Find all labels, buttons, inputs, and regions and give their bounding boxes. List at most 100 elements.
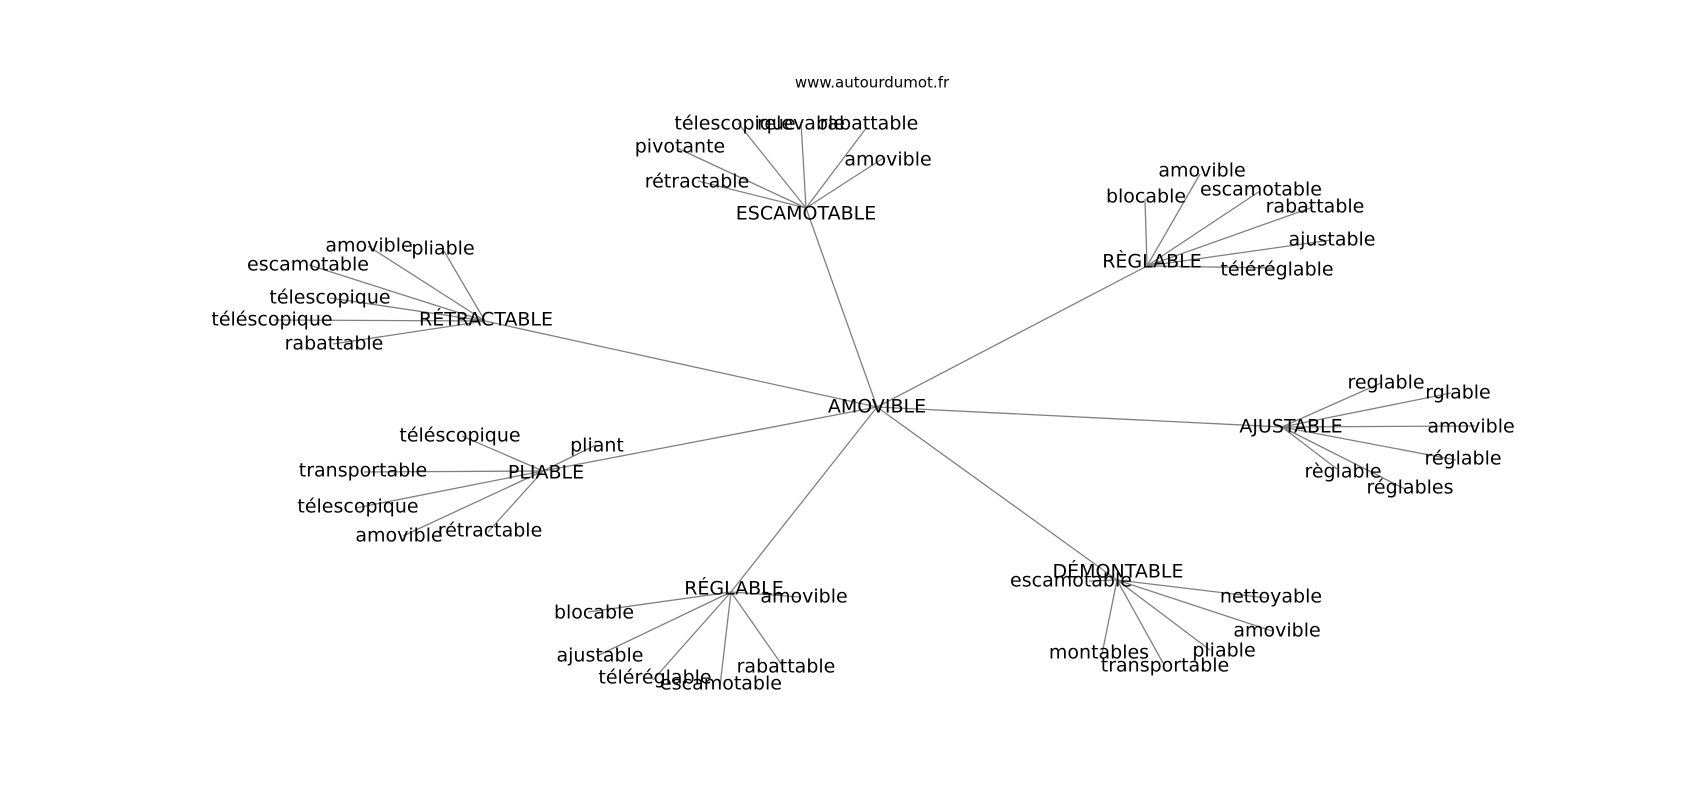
edge-root-to-demontable (876, 406, 1118, 581)
node-leaf-retractable-telescopique: télescopique (269, 287, 390, 309)
node-leaf-retractable-rabattable: rabattable (285, 333, 384, 355)
edge-retractable-to-rabattable (332, 320, 486, 345)
node-leaf-ajustable-reglable: règlable (1304, 461, 1381, 483)
node-leaf-reglable-amovible: amovible (760, 586, 847, 608)
edge-reglable-to-rabattable (730, 591, 783, 666)
edge-pliable-to-telescopique (461, 435, 544, 472)
node-leaf-retractable-telescopique: téléscopique (211, 309, 332, 331)
edge-pliable-to-retractable (487, 470, 544, 533)
node-leaf-escamotable-relevable: relevable (757, 113, 845, 135)
node-leaf-demontable-montables: montables (1049, 642, 1149, 664)
node-leaf-pliable-transportable: transportable (299, 460, 427, 482)
node-branch-retractable: RÉTRACTABLE (419, 308, 553, 331)
edge-retractable-to-pliable (443, 250, 486, 322)
edge-pliable-to-pliant (542, 444, 597, 472)
graph-nodes: AMOVIBLEESCAMOTABLEtélescopiquerelevable… (211, 113, 1514, 695)
node-leaf-pliable-telescopique: téléscopique (399, 425, 520, 447)
edge-retractable-to-telescopique (273, 319, 486, 322)
node-branch-pliable: PLIABLE (508, 462, 584, 484)
node-branch-ajustable: AJUSTABLE (1239, 416, 1342, 438)
edge-reglable-to-amovible (730, 591, 801, 598)
edge-root-to-escamotable (805, 207, 878, 408)
edge-demontable-to-transportable (1116, 579, 1164, 664)
node-leaf-reglable-escamotable: escamotable (1200, 179, 1322, 201)
node-branch-reglable: RÈGLABLE (1102, 250, 1202, 273)
edge-pliable-to-transportable (363, 470, 544, 473)
edge-escamotable-to-retractable (697, 180, 807, 209)
node-leaf-pliable-retractable: rétractable (438, 520, 543, 542)
node-branch-escamotable: ESCAMOTABLE (736, 203, 876, 225)
edge-demontable-to-amovible (1116, 579, 1273, 632)
edge-ajustable-to-reglables (1281, 426, 1406, 490)
edge-reglable-to-rabattable (1146, 206, 1314, 267)
node-leaf-escamotable-pivotante: pivotante (635, 136, 725, 158)
node-leaf-escamotable-rabattable: rabattable (820, 113, 919, 135)
edge-reglable-to-amovible (1146, 173, 1201, 267)
node-leaf-retractable-escamotable: escamotable (247, 254, 369, 276)
node-root-amovible: AMOVIBLE (828, 396, 926, 418)
node-leaf-ajustable-reglable: réglable (1424, 448, 1501, 470)
edge-escamotable-to-amovible (805, 156, 886, 209)
node-leaf-escamotable-amovible: amovible (844, 149, 931, 171)
node-leaf-demontable-pliable: pliable (1192, 640, 1255, 662)
node-leaf-retractable-pliable: pliable (411, 238, 474, 260)
node-leaf-escamotable-retractable: rétractable (645, 171, 750, 193)
edge-demontable-to-nettoyable (1116, 579, 1268, 599)
node-leaf-demontable-amovible: amovible (1233, 620, 1320, 642)
node-leaf-demontable-escamotable: escamotable (1010, 570, 1132, 592)
edge-demontable-to-pliable (1116, 579, 1211, 651)
node-leaf-reglable-blocable: blocable (1106, 186, 1186, 208)
node-leaf-demontable-nettoyable: nettoyable (1220, 586, 1322, 608)
node-leaf-reglable-rabattable: rabattable (737, 656, 836, 678)
edge-reglable-to-escamotable (719, 591, 732, 687)
node-leaf-pliable-telescopique: télescopique (297, 496, 418, 518)
edge-root-to-reglable (730, 406, 878, 593)
edge-reglable-to-blocable (1144, 198, 1148, 267)
node-leaf-reglable-blocable: blocable (554, 602, 634, 624)
edge-ajustable-to-reglable (1281, 426, 1457, 461)
edge-reglable-to-telereglable (1146, 265, 1276, 269)
node-leaf-reglable-rabattable: rabattable (1266, 196, 1365, 218)
source-label: www.autourdumot.fr (795, 74, 950, 92)
node-leaf-ajustable-reglables: réglables (1367, 477, 1454, 499)
node-leaf-reglable-telereglable: téléréglable (598, 667, 711, 689)
node-leaf-pliable-pliant: pliant (570, 435, 624, 457)
edge-reglable-to-ajustable (1146, 239, 1332, 267)
node-leaf-retractable-amovible: amovible (325, 235, 412, 257)
edge-pliable-to-telescopique (355, 470, 544, 509)
edge-escamotable-to-rabattable (805, 126, 868, 209)
edge-retractable-to-amovible (367, 245, 486, 322)
edge-reglable-to-ajustable (596, 591, 732, 657)
node-branch-reglable: RÉGLABLE (684, 577, 784, 600)
edge-root-to-pliable (542, 406, 878, 472)
edge-demontable-to-escamotable (1088, 579, 1118, 582)
node-branch-demontable: DÉMONTABLE (1053, 560, 1184, 583)
node-leaf-reglable-escamotable: escamotable (660, 673, 782, 695)
node-leaf-demontable-transportable: transportable (1101, 655, 1229, 677)
edge-retractable-to-telescopique (329, 297, 486, 322)
edge-reglable-to-telereglable (652, 591, 732, 681)
edge-escamotable-to-pivotante (676, 147, 807, 209)
node-leaf-reglable-amovible: amovible (1158, 160, 1245, 182)
edge-root-to-ajustable (876, 406, 1283, 428)
edge-root-to-reglable (876, 265, 1148, 408)
node-leaf-reglable-telereglable: téléréglable (1220, 259, 1333, 281)
edge-escamotable-to-telescopique (737, 122, 807, 209)
edge-reglable-to-blocable (587, 591, 732, 613)
edge-demontable-to-montables (1101, 579, 1118, 655)
node-leaf-escamotable-telescopique: télescopique (674, 113, 795, 135)
node-leaf-ajustable-reglable: reglable (1347, 372, 1424, 394)
edge-pliable-to-amovible (402, 470, 544, 537)
node-leaf-ajustable-rglable: rglable (1425, 382, 1491, 404)
node-leaf-reglable-ajustable: ajustable (1289, 229, 1376, 251)
edge-escamotable-to-relevable (800, 121, 807, 209)
node-leaf-reglable-ajustable: ajustable (557, 645, 644, 667)
edge-ajustable-to-reglable (1281, 426, 1338, 470)
edge-retractable-to-escamotable (308, 264, 486, 322)
edge-reglable-to-escamotable (1146, 190, 1261, 267)
edge-ajustable-to-reglable (1281, 382, 1382, 428)
node-leaf-pliable-amovible: amovible (355, 525, 442, 547)
edge-root-to-retractable (484, 320, 878, 408)
graph-edges (273, 121, 1476, 687)
